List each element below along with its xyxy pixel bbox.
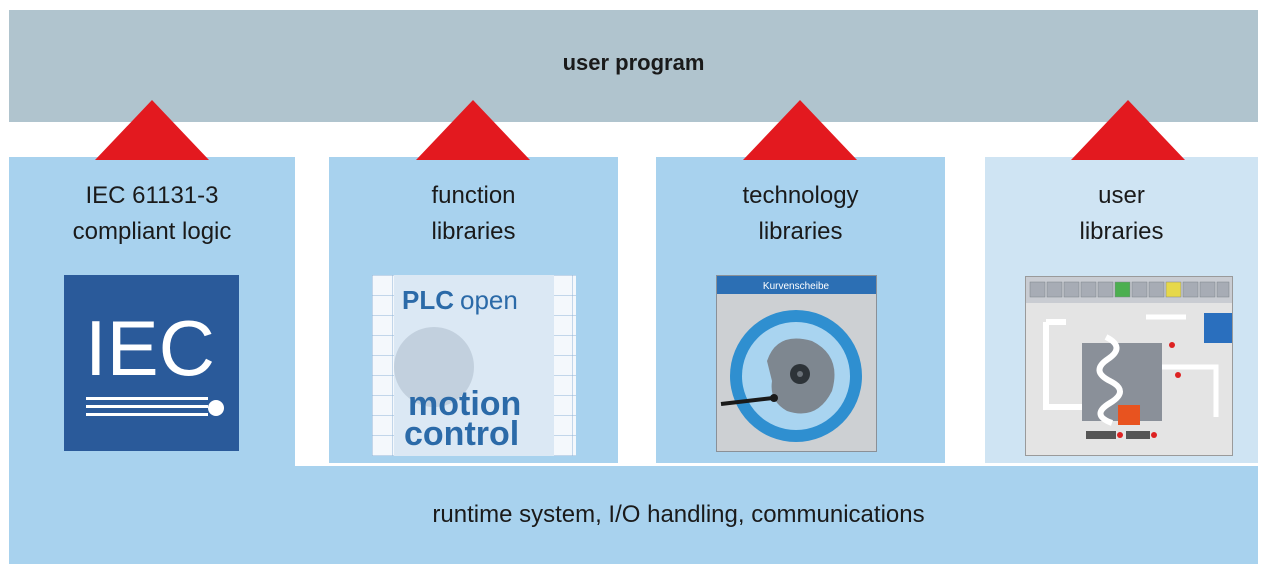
arrow-up-icon bbox=[1071, 100, 1185, 160]
kurvenscheibe-title: Kurvenscheibe bbox=[763, 281, 830, 292]
label-line: user bbox=[1098, 182, 1145, 209]
kurvenscheibe-screenshot-icon: Kurvenscheibe bbox=[716, 275, 877, 452]
gap bbox=[295, 157, 329, 463]
label-line: IEC 61131-3 bbox=[85, 182, 219, 209]
gap bbox=[945, 157, 985, 463]
arrow-up-icon bbox=[743, 100, 857, 160]
label-line: technology bbox=[742, 182, 859, 209]
gap bbox=[295, 463, 1258, 466]
control-text: control bbox=[404, 415, 519, 453]
plc-text: PLC bbox=[402, 285, 454, 315]
arrow-up-icon bbox=[95, 100, 209, 160]
runtime-system-label: runtime system, I/O handling, communicat… bbox=[432, 501, 925, 528]
label-line: compliant logic bbox=[72, 218, 232, 245]
arrow-up-icon bbox=[416, 100, 530, 160]
label-line: function bbox=[431, 182, 516, 209]
iec-logo-icon: IEC bbox=[64, 275, 239, 451]
iec-logo-text: IEC bbox=[85, 304, 215, 392]
label-line: libraries bbox=[1079, 218, 1164, 245]
gap bbox=[618, 157, 656, 463]
label-line: libraries bbox=[431, 218, 516, 245]
open-text: open bbox=[460, 285, 518, 315]
label-line: libraries bbox=[758, 218, 843, 245]
user-program-label: user program bbox=[562, 50, 705, 75]
column-label-function: function libraries bbox=[329, 178, 618, 250]
hmi-screenshot-icon bbox=[1025, 276, 1233, 456]
column-label-iec: IEC 61131-3 compliant logic bbox=[9, 178, 295, 250]
column-label-technology: technology libraries bbox=[656, 178, 945, 250]
motion-text: motion bbox=[408, 385, 521, 423]
runtime-system-bar: runtime system, I/O handling, communicat… bbox=[9, 466, 1258, 564]
column-label-user: user libraries bbox=[985, 178, 1258, 250]
user-program-bar: user program bbox=[9, 10, 1258, 122]
